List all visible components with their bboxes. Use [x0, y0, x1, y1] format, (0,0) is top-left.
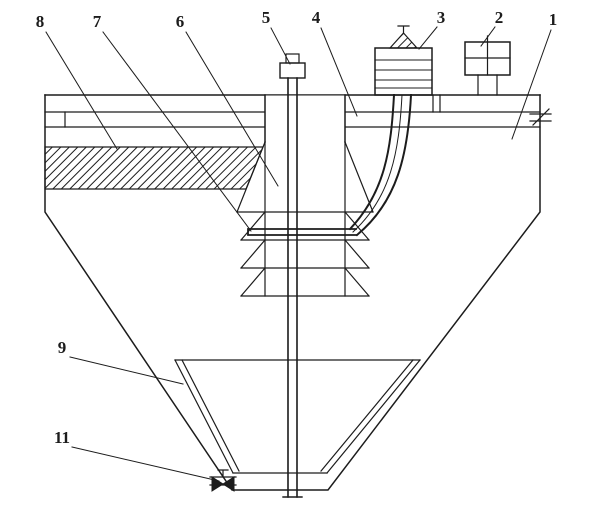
shaft-lines [287, 77, 298, 498]
feed-pipe-horizontal [247, 228, 357, 236]
motor-unit [464, 35, 511, 96]
tank-outline [44, 94, 541, 491]
motor-legs [477, 74, 498, 96]
feedwell-inner-walls [264, 141, 346, 297]
callout-2: 2 [495, 8, 504, 27]
callout-labels: 8 7 6 5 4 3 2 1 9 11 [36, 8, 558, 447]
discharge-cone [174, 359, 421, 474]
underflow-valve [209, 469, 237, 492]
valve-stem [217, 469, 229, 478]
callout-5: 5 [262, 8, 271, 27]
callout-6: 6 [176, 12, 185, 31]
deflector-cone-3 [240, 267, 370, 297]
nozzle-lines [529, 108, 552, 126]
feedwell-skirt [236, 141, 374, 213]
rim-ticks [64, 94, 441, 128]
valve-bowtie-right [222, 476, 235, 492]
inclined-plate-pack [44, 146, 264, 190]
deflector-cone-1 [240, 211, 370, 241]
leader-1 [511, 29, 552, 140]
leader-5 [270, 27, 291, 65]
callout-9: 9 [58, 338, 67, 357]
leader-7 [102, 31, 252, 232]
callout-leaders [45, 26, 552, 482]
shaft-bearing [279, 62, 306, 79]
center-shaft [279, 53, 306, 498]
feed-pipe-outer [348, 93, 396, 231]
valve-bowtie-left [211, 476, 224, 492]
leader-11 [71, 446, 220, 482]
feed-pipe-mid [352, 94, 403, 233]
feedwell [236, 94, 374, 297]
plate-pack-hatch [44, 146, 264, 190]
callout-4: 4 [312, 8, 321, 27]
feed-distributor-box [374, 25, 433, 96]
feedwell-column [264, 94, 346, 143]
distributor-cone [388, 32, 419, 49]
leader-3 [418, 26, 438, 50]
callout-11: 11 [54, 428, 70, 447]
drawing-root [44, 25, 552, 498]
overflow-nozzle [529, 108, 552, 126]
leader-8 [45, 31, 118, 150]
feed-pipe-inner [355, 93, 413, 237]
tank-body [44, 94, 541, 491]
leader-6 [185, 31, 279, 187]
callout-1: 1 [549, 10, 558, 29]
leader-2 [480, 26, 496, 47]
feedwell-mask [265, 95, 345, 142]
distributor-plates [374, 59, 433, 89]
feed-pipe [247, 93, 413, 237]
shaft-cap [285, 53, 300, 64]
cone-walls [174, 359, 421, 474]
leader-9 [69, 356, 184, 385]
deflector-cone-2 [240, 239, 370, 269]
distributor-pin [397, 25, 410, 34]
callout-3: 3 [437, 8, 446, 27]
leader-4 [320, 27, 358, 117]
callout-7: 7 [93, 12, 102, 31]
callout-8: 8 [36, 12, 45, 31]
